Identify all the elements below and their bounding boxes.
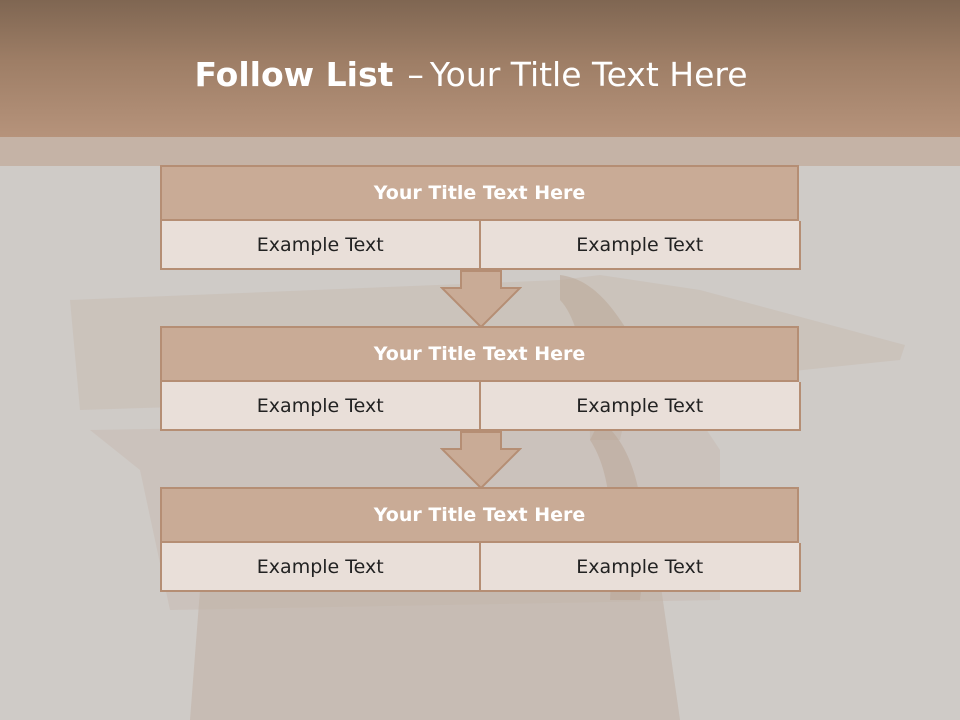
block-2-left-cell: Example Text [160,382,481,431]
block-title-1: Your Title Text Here [160,165,799,221]
header-bar [0,0,960,137]
block-row-1: Example Text Example Text [160,221,801,270]
list-block-3: Your Title Text Here Example Text Exampl… [160,487,801,592]
block-title-3: Your Title Text Here [160,487,799,543]
block-row-3: Example Text Example Text [160,543,801,592]
header-strip [0,137,960,166]
block-2-right-cell: Example Text [480,382,801,431]
block-3-left-cell: Example Text [160,543,481,592]
title-rest: Your Title Text Here [429,55,748,94]
block-3-right-cell: Example Text [480,543,801,592]
title-dash: – [407,55,424,94]
down-arrow-icon-2 [440,431,522,489]
list-block-1: Your Title Text Here Example Text Exampl… [160,165,801,270]
slide-title: Follow List–Your Title Text Here [0,52,942,98]
block-1-left-cell: Example Text [160,221,481,270]
list-block-2: Your Title Text Here Example Text Exampl… [160,326,801,431]
down-arrow-icon-1 [440,270,522,328]
block-title-2: Your Title Text Here [160,326,799,382]
title-bold-part: Follow List [194,55,394,94]
block-1-right-cell: Example Text [480,221,801,270]
block-row-2: Example Text Example Text [160,382,801,431]
